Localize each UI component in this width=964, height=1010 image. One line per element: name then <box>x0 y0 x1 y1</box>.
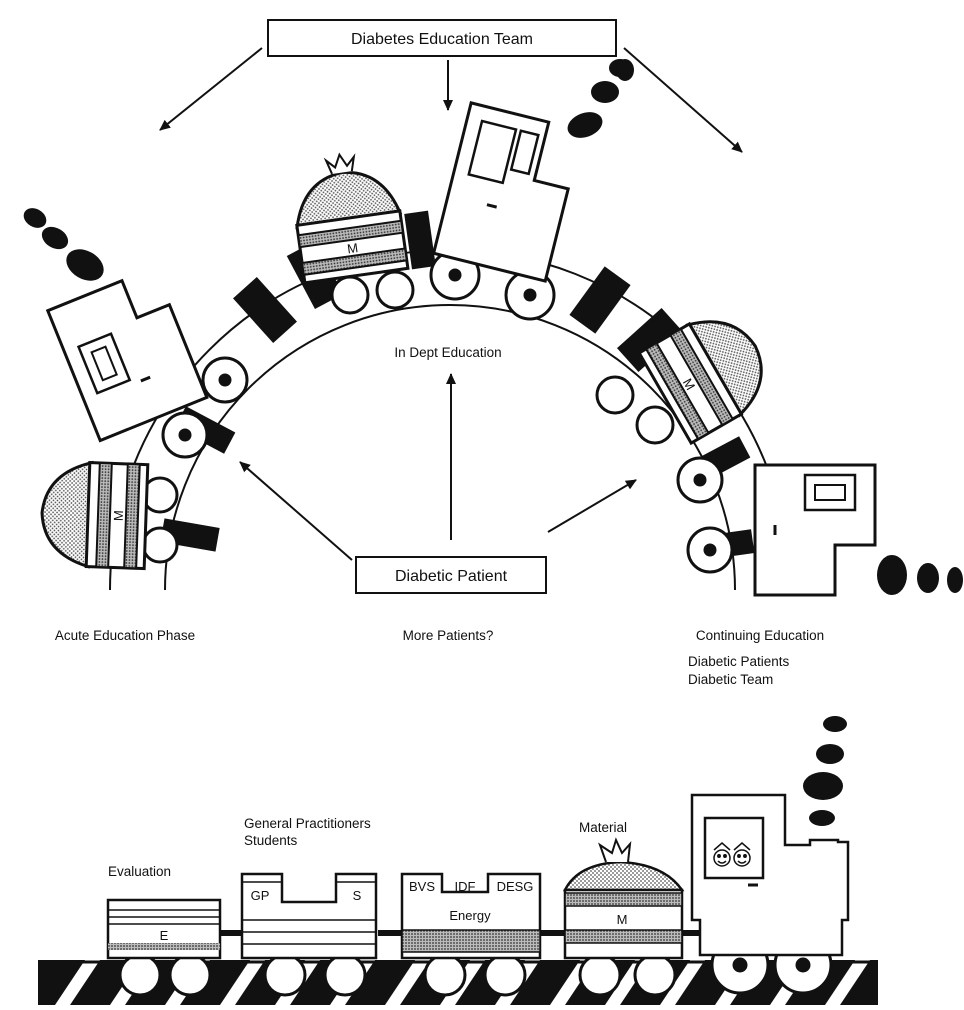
desg-label: DESG <box>497 879 534 894</box>
diabetic-patient-box: Diabetic Patient <box>356 557 546 593</box>
diabetes-education-team-box: Diabetes Education Team <box>268 20 616 56</box>
material-car-letter: M <box>617 912 628 927</box>
bvs-label: BVS <box>409 879 435 894</box>
arch-engine-right <box>755 465 875 595</box>
energy-car: BVS IDF DESG Energy <box>402 874 540 958</box>
evaluation-label: Evaluation <box>108 864 171 879</box>
smoke-bottom <box>803 716 847 826</box>
arch-material-car-left: M <box>40 461 148 569</box>
students-label: Students <box>244 833 298 848</box>
idf-label: IDF <box>455 879 476 894</box>
gp-students-car: GP S <box>242 874 376 958</box>
diabetic-team-label: Diabetic Team <box>688 672 773 687</box>
more-patients-label: More Patients? <box>403 628 494 643</box>
arch-wheels <box>143 251 732 572</box>
diabetic-patients-label: Diabetic Patients <box>688 654 790 669</box>
material-car-bottom: M <box>565 840 682 958</box>
diabetes-education-team-label: Diabetes Education Team <box>351 31 533 48</box>
smoke-top <box>564 59 634 142</box>
evaluation-car: E <box>108 900 220 958</box>
diabetic-patient-label: Diabetic Patient <box>395 568 508 585</box>
arch-car-letter-left: M <box>111 510 126 521</box>
in-dept-education-label: In Dept Education <box>394 345 501 360</box>
patient-arrows <box>240 374 636 560</box>
team-arrows <box>160 48 742 152</box>
s-car-label: S <box>353 888 362 903</box>
general-practitioners-label: General Practitioners <box>244 816 371 831</box>
energy-label: Energy <box>449 908 491 923</box>
gp-car-label: GP <box>251 888 270 903</box>
material-label: Material <box>579 820 627 835</box>
arch-car-letter-top: M <box>346 240 359 256</box>
acute-education-phase-label: Acute Education Phase <box>55 628 195 643</box>
evaluation-car-letter: E <box>160 928 169 943</box>
continuing-education-label: Continuing Education <box>696 628 824 643</box>
smoke-left <box>20 204 109 287</box>
smoke-right <box>877 555 963 595</box>
arch-material-car-top: M <box>288 148 408 283</box>
arch-engine-top <box>434 103 583 281</box>
